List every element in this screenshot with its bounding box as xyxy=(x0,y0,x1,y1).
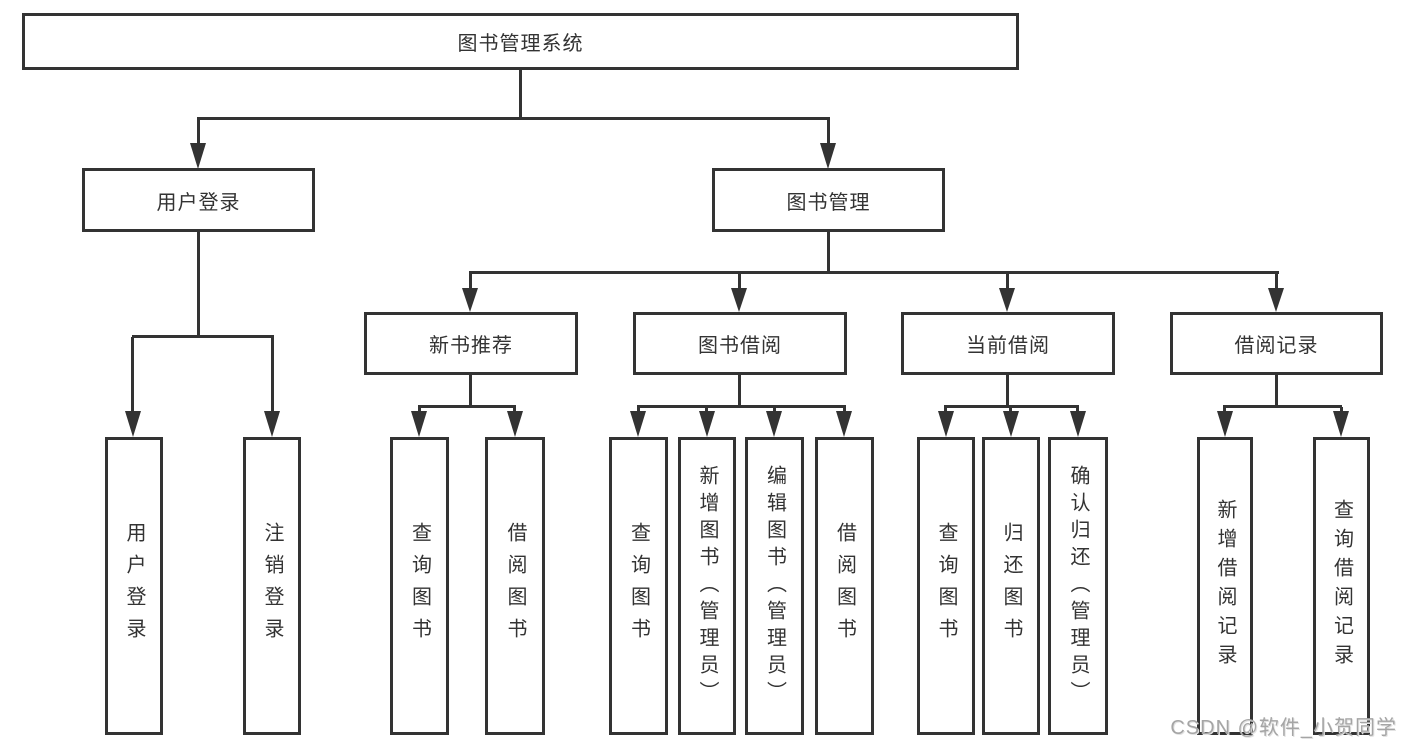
connector-line xyxy=(132,335,274,338)
arrowhead-icon xyxy=(1217,411,1233,437)
leaf-add-borrow-record: 新增借阅记录 xyxy=(1197,437,1253,735)
leaf-query-books-recommend: 查询图书 xyxy=(390,437,449,735)
arrowhead-icon xyxy=(1268,288,1284,312)
arrowhead-icon xyxy=(462,288,478,312)
connector-line xyxy=(1275,273,1278,289)
connector-line xyxy=(944,405,1079,408)
connector-line xyxy=(197,117,830,120)
connector-line xyxy=(637,405,846,408)
leaf-label: 确认归还（管理员） xyxy=(1067,464,1089,708)
arrowhead-icon xyxy=(125,411,141,437)
arrowhead-icon xyxy=(411,411,427,437)
connector-line xyxy=(1275,375,1278,408)
connector-line xyxy=(469,273,472,289)
connector-line xyxy=(1006,375,1009,408)
connector-line xyxy=(738,375,741,408)
leaf-edit-books-admin: 编辑图书（管理员） xyxy=(745,437,804,735)
leaf-query-books-current: 查询图书 xyxy=(917,437,975,735)
connector-line xyxy=(469,375,472,408)
leaf-label: 借阅图书 xyxy=(833,522,856,650)
connector-line xyxy=(827,119,830,144)
leaf-return-books: 归还图书 xyxy=(982,437,1040,735)
csdn-watermark: CSDN @软件_小贺同学 xyxy=(1170,717,1397,739)
arrowhead-icon xyxy=(190,143,206,169)
leaf-label: 查询图书 xyxy=(935,522,957,650)
connector-line xyxy=(519,69,522,119)
arrowhead-icon xyxy=(264,411,280,437)
leaf-label: 新增借阅记录 xyxy=(1214,499,1236,673)
connector-line xyxy=(827,232,830,274)
leaf-logout: 注销登录 xyxy=(243,437,301,735)
node-book-management: 图书管理 xyxy=(712,168,945,232)
arrowhead-icon xyxy=(1003,411,1019,437)
arrowhead-icon xyxy=(507,411,523,437)
connector-line xyxy=(773,407,776,413)
connector-line xyxy=(1009,407,1012,413)
leaf-confirm-return-admin: 确认归还（管理员） xyxy=(1048,437,1108,735)
leaf-user-login: 用户登录 xyxy=(105,437,163,735)
leaf-add-books-admin: 新增图书（管理员） xyxy=(678,437,736,735)
connector-line xyxy=(1223,407,1226,413)
connector-line xyxy=(418,407,421,413)
node-borrowing-records: 借阅记录 xyxy=(1170,312,1383,375)
leaf-borrow-books-recommend: 借阅图书 xyxy=(485,437,545,735)
arrowhead-icon xyxy=(731,288,747,312)
leaf-label: 用户登录 xyxy=(123,522,145,650)
connector-line xyxy=(637,407,640,413)
leaf-borrow-books-borrowing: 借阅图书 xyxy=(815,437,874,735)
connector-line xyxy=(197,232,200,337)
leaf-label: 查询图书 xyxy=(408,522,431,650)
connector-line xyxy=(1340,407,1343,413)
leaf-label: 新增图书（管理员） xyxy=(696,464,718,708)
connector-line xyxy=(131,337,134,412)
connector-line xyxy=(738,273,741,289)
connector-line xyxy=(1223,405,1342,408)
leaf-label: 编辑图书（管理员） xyxy=(763,464,786,708)
arrowhead-icon xyxy=(938,411,954,437)
arrowhead-icon xyxy=(820,143,836,169)
leaf-label: 借阅图书 xyxy=(504,522,526,650)
connector-line xyxy=(944,407,947,413)
node-user-login: 用户登录 xyxy=(82,168,315,232)
node-root-library-system: 图书管理系统 xyxy=(22,13,1019,70)
connector-line xyxy=(469,271,1279,274)
arrowhead-icon xyxy=(1070,411,1086,437)
node-current-borrowing: 当前借阅 xyxy=(901,312,1115,375)
arrowhead-icon xyxy=(999,288,1015,312)
node-book-borrowing: 图书借阅 xyxy=(633,312,847,375)
connector-line xyxy=(705,407,708,413)
arrowhead-icon xyxy=(836,411,852,437)
connector-line xyxy=(1076,407,1079,413)
connector-line xyxy=(1006,273,1009,289)
leaf-query-borrow-record: 查询借阅记录 xyxy=(1313,437,1370,735)
connector-line xyxy=(843,407,846,413)
leaf-label: 查询借阅记录 xyxy=(1330,499,1353,673)
arrowhead-icon xyxy=(1333,411,1349,437)
leaf-label: 查询图书 xyxy=(627,522,650,650)
connector-line xyxy=(197,119,200,144)
arrowhead-icon xyxy=(630,411,646,437)
connector-line xyxy=(513,407,516,413)
connector-line xyxy=(418,405,516,408)
leaf-label: 归还图书 xyxy=(1000,522,1022,650)
leaf-label: 注销登录 xyxy=(261,522,283,650)
arrowhead-icon xyxy=(699,411,715,437)
leaf-query-books-borrowing: 查询图书 xyxy=(609,437,668,735)
arrowhead-icon xyxy=(766,411,782,437)
connector-line xyxy=(271,337,274,412)
node-new-book-recommendation: 新书推荐 xyxy=(364,312,578,375)
